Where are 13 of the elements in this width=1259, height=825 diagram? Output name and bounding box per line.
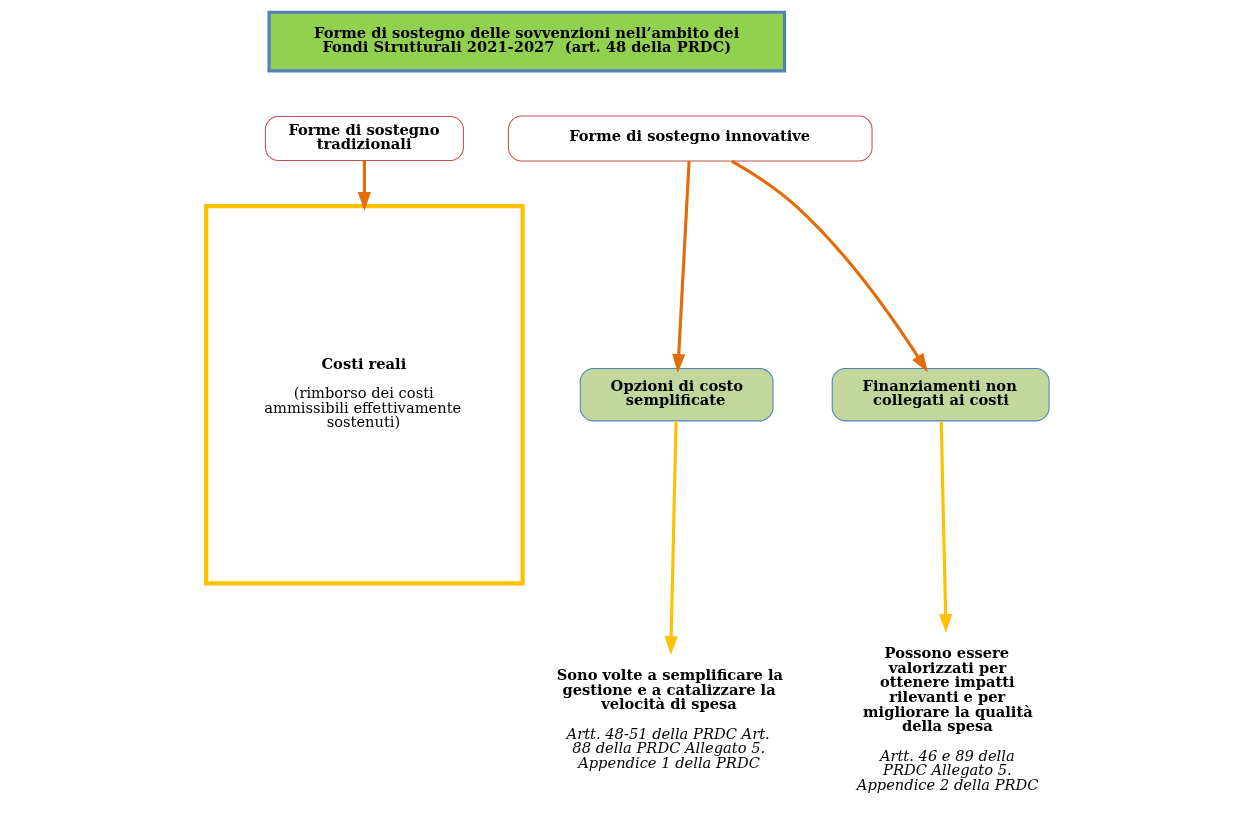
arrow bbox=[730, 159, 928, 373]
node-box: Finanziamenti non collegati ai costi bbox=[831, 367, 1050, 422]
node-text: Sono volte a semplificare la gestione e a catalizzare la velocità di spesa Artt. 48-51 della PRDC Art. 88 della PRDC Allegato 5. Appendice 1 della PRDC bbox=[556, 665, 783, 771]
arrow bbox=[357, 160, 371, 211]
node-box: Forme di sostegno tradizionali bbox=[264, 116, 464, 162]
node-box: Forme di sostegno innovative bbox=[507, 115, 873, 162]
node-text: Possono essere valorizzati per ottenere impatti rilevanti e per migliorare la qualità della spesa Artt. 46 e 89 della PRDC Allegato 5. Appendice 2 della PRDC bbox=[856, 643, 1039, 793]
arrow bbox=[938, 421, 952, 633]
arrow bbox=[671, 161, 691, 374]
node-box: Forme di sostegno delle sovvenzioni nell’ambito dei Fondi Strutturali 2021-2027 (art. 48 della PRDC) bbox=[267, 10, 786, 73]
node-box: Opzioni di costo semplificate bbox=[579, 367, 774, 422]
arrow bbox=[664, 421, 678, 655]
node-box: Costi reali (rimborso dei costi ammissibili effettivamente sostenuti) bbox=[203, 204, 525, 586]
